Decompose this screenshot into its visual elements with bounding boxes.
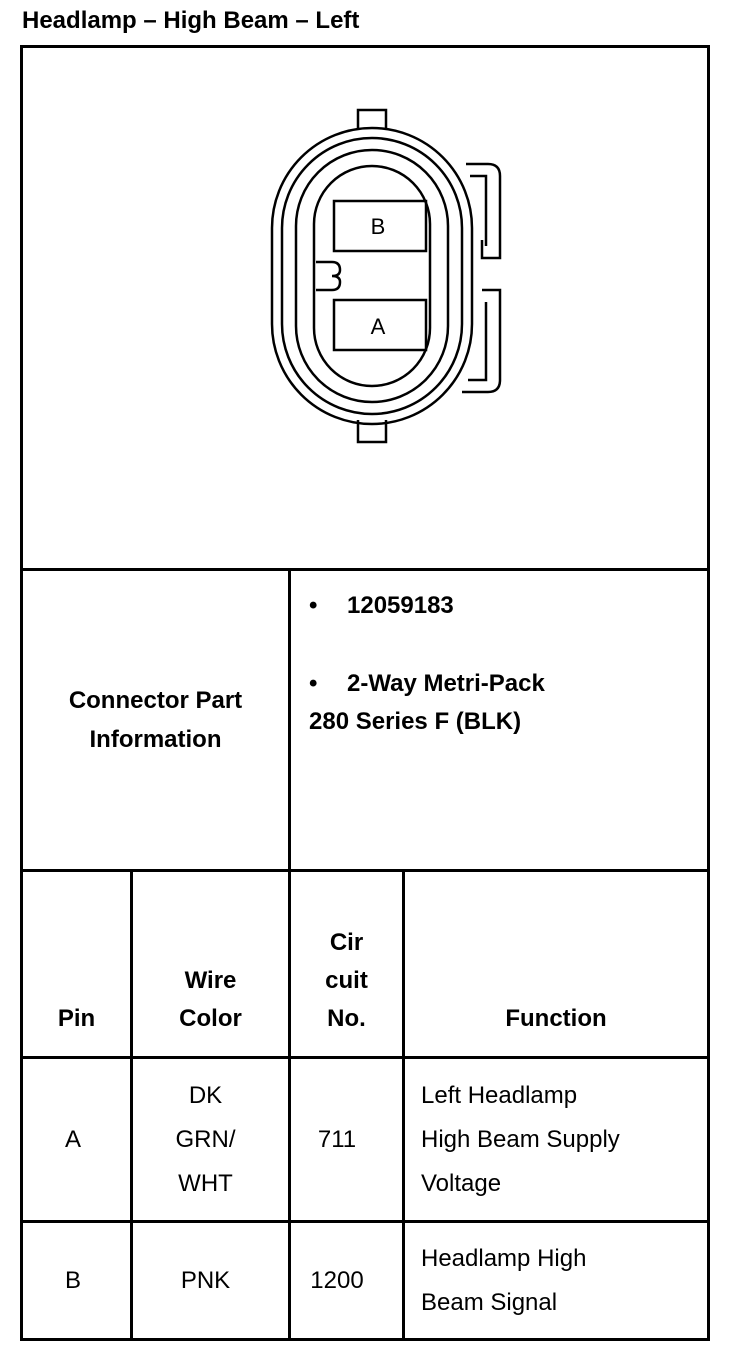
connector-latch bbox=[462, 162, 502, 394]
row-b-circuit: 1200 bbox=[310, 1266, 364, 1294]
row-b-pin: B bbox=[64, 1266, 81, 1294]
divider-col-circuit bbox=[402, 869, 405, 1341]
frame-border-top bbox=[20, 45, 710, 48]
header-function: Function bbox=[505, 1005, 607, 1032]
divider-row bbox=[20, 1220, 710, 1223]
connector-shell-ring-1 bbox=[280, 136, 464, 416]
row-a-pin: A bbox=[64, 1125, 81, 1153]
bullet-dot: • bbox=[309, 670, 318, 697]
connector-top-tab bbox=[356, 108, 388, 130]
divider-info-col bbox=[288, 568, 291, 872]
row-b-function: Headlamp High Beam Signal bbox=[421, 1244, 587, 1316]
connector-bottom-tab bbox=[356, 420, 388, 444]
part-number: 12059183 bbox=[347, 592, 454, 619]
cavity-b-label: B bbox=[371, 214, 386, 239]
header-circuit: Cir cuit No. bbox=[325, 929, 368, 1032]
row-a-circuit: 711 bbox=[317, 1125, 357, 1153]
divider-col-pin bbox=[130, 869, 133, 1341]
part-info-label-cell: Connector Part Information bbox=[23, 571, 288, 869]
divider-col-wire bbox=[288, 869, 291, 1341]
part-number-bullet: • 12059183 bbox=[309, 587, 707, 625]
row-a-function: Left Headlamp High Beam Supply Voltage bbox=[421, 1081, 620, 1197]
divider-diagram bbox=[20, 568, 710, 571]
part-info-label: Connector Part Information bbox=[68, 687, 243, 753]
header-pin: Pin bbox=[57, 1005, 96, 1032]
header-wire-color: Wire Color bbox=[179, 967, 242, 1032]
frame-border-left bbox=[20, 45, 23, 1341]
connector-type-bullet: • 2-Way Metri-Pack bbox=[309, 665, 707, 703]
row-a-wire-color: DK GRN/ WHT bbox=[175, 1081, 236, 1197]
connector-diagram: B A bbox=[270, 108, 502, 444]
connector-type-continued: 280 Series F (BLK) bbox=[309, 708, 522, 735]
page-title: Headlamp – High Beam – Left bbox=[22, 7, 360, 34]
frame-border-right bbox=[707, 45, 710, 1341]
bullet-dot: • bbox=[309, 592, 318, 619]
divider-info bbox=[20, 869, 710, 872]
frame-border-bottom bbox=[20, 1338, 710, 1341]
connector-outer-shell bbox=[270, 126, 474, 426]
divider-header bbox=[20, 1056, 710, 1059]
connector-type: 2-Way Metri-Pack bbox=[347, 670, 545, 697]
connector-key bbox=[316, 260, 342, 292]
connector-shell-ring-2 bbox=[294, 148, 450, 404]
part-info-bullets: • 12059183 • 2-Way Metri-Pack 280 Series… bbox=[291, 571, 707, 869]
connector-inner-housing bbox=[312, 164, 432, 388]
cavity-b bbox=[332, 199, 428, 253]
cavity-a bbox=[332, 298, 428, 352]
cavity-a-label: A bbox=[371, 314, 386, 339]
connector-latch-inner bbox=[468, 174, 488, 382]
row-b-wire-color: PNK bbox=[180, 1266, 231, 1294]
